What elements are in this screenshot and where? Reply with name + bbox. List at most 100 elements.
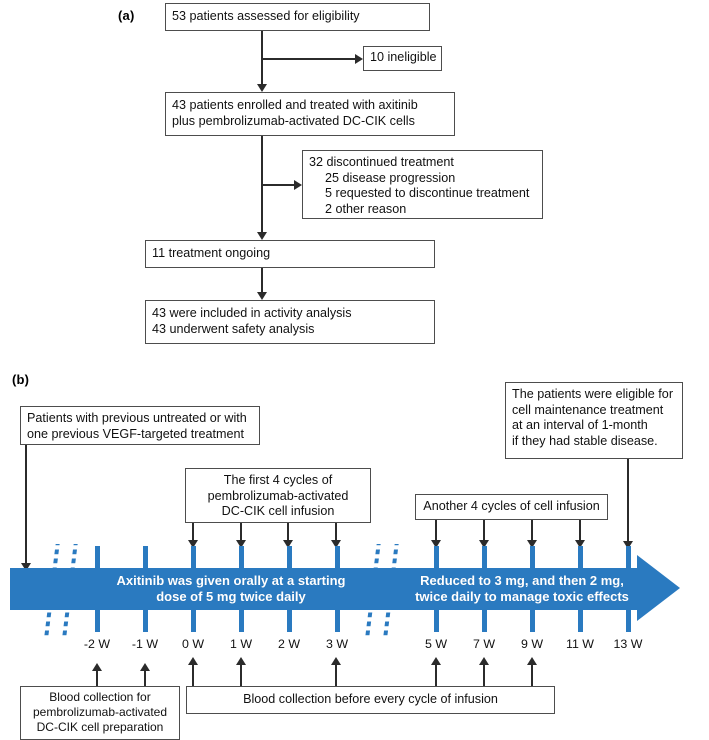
blood-arrowhead-0w [188, 657, 198, 665]
infusion-arrowhead-3w [331, 540, 341, 548]
blood-arrow-line-0w [192, 663, 194, 689]
tick-label-0w: 0 W [181, 637, 205, 651]
tick-label-13w: 13 W [613, 637, 643, 651]
box-ineligible: 10 ineligible [363, 46, 442, 71]
tick-label-3w: 3 W [325, 637, 349, 651]
tick-label-2w: 2 W [277, 637, 301, 651]
blood-left-line2: pembrolizumab-activated [32, 705, 168, 719]
connector-to-ineligible [261, 58, 357, 60]
box-blood-right: Blood collection before every cycle of i… [186, 686, 555, 714]
tick-up-0w [190, 546, 196, 570]
panel-b-label: (b) [12, 372, 30, 387]
blood-arrowhead-9w [527, 657, 537, 665]
band-right-line2: twice daily to manage toxic effects [415, 589, 629, 604]
box-discontinued-line3: 5 requested to discontinue treatment [325, 186, 530, 200]
tick-label--1w: -1 W [131, 637, 159, 651]
infusion-arrow-line-2w [287, 523, 289, 545]
infusion-arrow-line-9w [531, 520, 533, 545]
tick-label-11w: 11 W [566, 637, 594, 651]
box-discontinued: 32 discontinued treatment 25 disease pro… [302, 150, 543, 219]
connector-maintenance-to-band [627, 459, 629, 547]
timeline-arrow-head [637, 555, 680, 621]
blood-arrowhead-7w [479, 657, 489, 665]
tick-up-3w [334, 546, 340, 570]
box-enrolled-line2: plus pembrolizumab-activated DC-CIK cell… [172, 113, 415, 128]
first-cycles-line1: The first 4 cycles of [223, 473, 333, 487]
box-ineligible-text: 10 ineligible [370, 50, 437, 64]
infusion-arrowhead-1w [236, 540, 246, 548]
blood-left-line3: DC-CIK cell preparation [36, 720, 164, 734]
blood-arrowhead-1w [236, 657, 246, 665]
band-right-text: Reduced to 3 mg, and then 2 mg, twice da… [399, 573, 645, 605]
box-eligibility-note: Patients with previous untreated or with… [20, 406, 260, 445]
blood-arrow-line-3w [335, 663, 337, 689]
infusion-arrowhead-7w [479, 540, 489, 548]
tick-down-3w [334, 608, 340, 632]
connector-eligibility-to-band [25, 445, 27, 569]
infusion-arrow-line-5w [435, 520, 437, 545]
tick-label-9w: 9 W [520, 637, 544, 651]
tick-down-7w [481, 608, 487, 632]
blood-left-line1: Blood collection for [49, 690, 151, 704]
blood-arrow-line-5w [435, 663, 437, 689]
infusion-arrowhead-0w [188, 540, 198, 548]
connector-ongoing-analysis [261, 268, 263, 298]
box-analysis-line2: 43 underwent safety analysis [152, 321, 315, 336]
band-right-line1: Reduced to 3 mg, and then 2 mg, [420, 573, 624, 588]
panel-a-label: (a) [118, 8, 135, 23]
tick-down-2w [286, 608, 292, 632]
box-discontinued-line1: 32 discontinued treatment [309, 155, 454, 169]
first-cycles-line2: pembrolizumab-activated [207, 488, 349, 503]
arrowhead-to-ongoing [256, 232, 267, 240]
tick-label-5w: 5 W [424, 637, 448, 651]
tick-up-9w [529, 546, 535, 570]
box-maintenance: The patients were eligible for cell main… [505, 382, 683, 459]
band-left-text: Axitinib was given orally at a starting … [96, 573, 366, 605]
box-blood-left: Blood collection for pembrolizumab-activ… [20, 686, 180, 740]
arrowhead-to-enrolled [256, 84, 267, 92]
box-assessed: 53 patients assessed for eligibility [165, 3, 430, 31]
arrowhead-to-ineligible [355, 53, 363, 64]
eligibility-note-line2: one previous VEGF-targeted treatment [27, 426, 245, 441]
blood-arrow-line-9w [531, 663, 533, 689]
arrowhead-maintenance-13w [623, 541, 633, 549]
arrowhead-to-discontinued [294, 179, 302, 190]
tick-down-11w [577, 608, 583, 632]
band-left-line1: Axitinib was given orally at a starting [116, 573, 346, 588]
tick-label-1w: 1 W [229, 637, 253, 651]
infusion-arrow-line-11w [579, 520, 581, 545]
blood-arrow-line-7w [483, 663, 485, 689]
box-enrolled-line1: 43 patients enrolled and treated with ax… [172, 98, 418, 112]
tick-label--2w: -2 W [83, 637, 111, 651]
tick-down-13w [625, 608, 631, 632]
tick-down-1w [238, 608, 244, 632]
tick-label-7w: 7 W [472, 637, 496, 651]
blood-arrow-line--2w [96, 669, 98, 689]
maintenance-line3: at an interval of 1-month [512, 418, 648, 432]
box-another-cycles: Another 4 cycles of cell infusion [415, 494, 608, 520]
blood-right-text: Blood collection before every cycle of i… [243, 692, 498, 706]
eligibility-note-line1: Patients with previous untreated or with [27, 411, 247, 425]
blood-arrowhead--1w [140, 663, 150, 671]
tick-up-13w [625, 546, 631, 570]
tick-down--2w [94, 608, 100, 632]
box-first-cycles: The first 4 cycles of pembrolizumab-acti… [185, 468, 371, 523]
box-assessed-text: 53 patients assessed for eligibility [172, 9, 360, 23]
tick-up-11w [577, 546, 583, 570]
infusion-arrow-line-3w [335, 523, 337, 545]
infusion-arrow-line-7w [483, 520, 485, 545]
tick-up-5w [433, 546, 439, 570]
timeline-band [10, 568, 637, 610]
infusion-arrowhead-11w [575, 540, 585, 548]
tick-up--1w [142, 546, 148, 570]
box-enrolled: 43 patients enrolled and treated with ax… [165, 92, 455, 136]
blood-arrowhead-3w [331, 657, 341, 665]
maintenance-line1: The patients were eligible for [512, 387, 674, 401]
blood-arrowhead-5w [431, 657, 441, 665]
infusion-arrowhead-5w [431, 540, 441, 548]
maintenance-line2: cell maintenance treatment [512, 402, 664, 417]
tick-down-9w [529, 608, 535, 632]
tick-down-5w [433, 608, 439, 632]
infusion-arrow-line-1w [240, 523, 242, 545]
